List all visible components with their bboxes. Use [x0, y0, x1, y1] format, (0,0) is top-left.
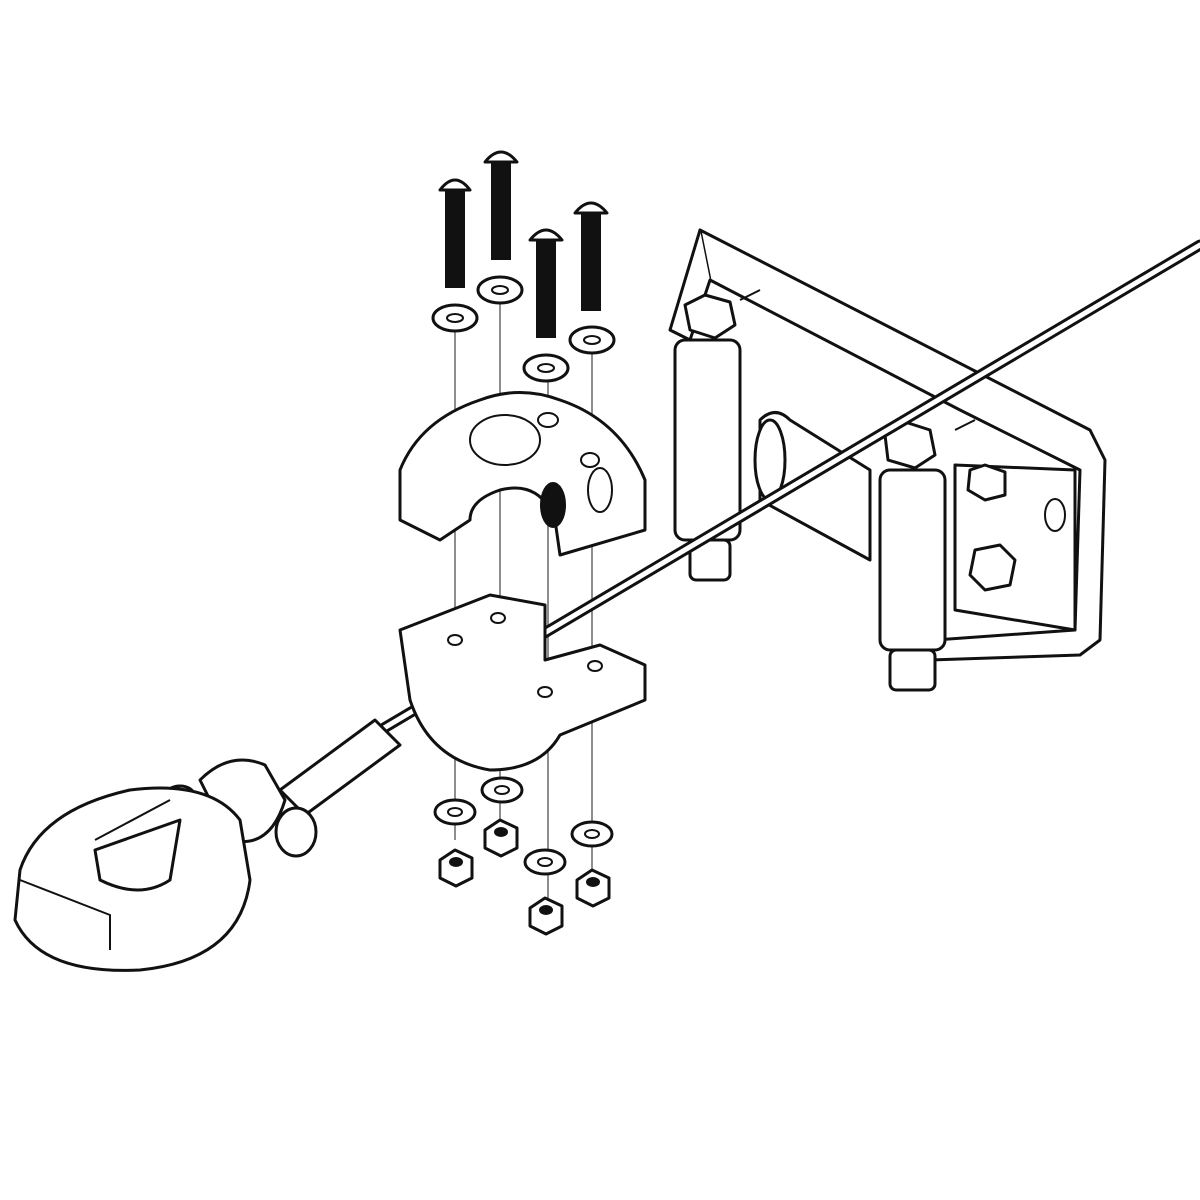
nut: [528, 896, 564, 936]
nut: [483, 818, 519, 858]
bolt: [483, 150, 519, 260]
hook-assembly: [13, 718, 402, 972]
roller-fairlead: [668, 228, 1107, 692]
nuts: [438, 818, 611, 936]
bolt: [528, 228, 564, 338]
nut: [438, 848, 474, 888]
washers-top: [431, 275, 616, 383]
bolt: [573, 201, 609, 311]
nut: [575, 868, 611, 908]
bolts: [438, 150, 609, 338]
washers-bottom: [433, 776, 614, 876]
bolt: [438, 178, 472, 288]
hook-stopper-bottom-half: [398, 593, 647, 772]
hook-stopper-top-half: [398, 391, 647, 557]
